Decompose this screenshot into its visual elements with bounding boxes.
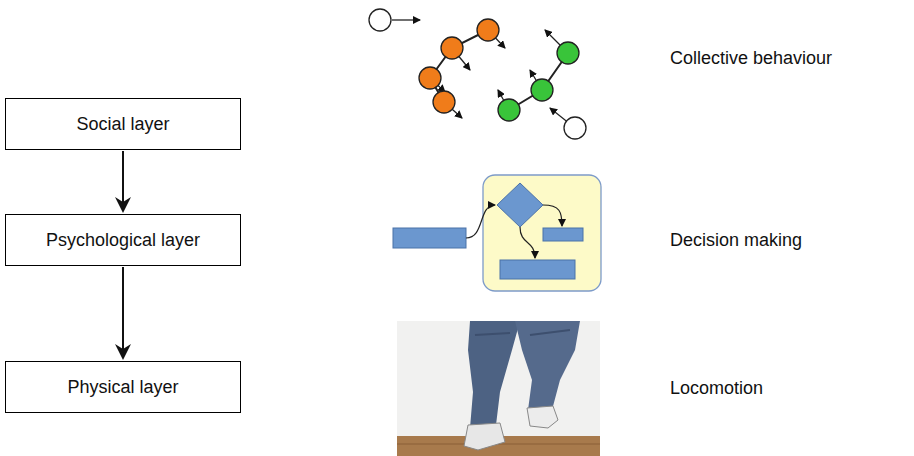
walking-photo — [397, 321, 600, 456]
layer-description: Locomotion — [670, 378, 763, 399]
layer-box: Social layer — [5, 98, 241, 150]
layer-description: Collective behaviour — [670, 48, 832, 69]
flow-arrow — [115, 267, 131, 360]
layer-box: Psychological layer — [5, 214, 241, 266]
flowchart-illustration — [393, 175, 601, 291]
box-label: Psychological layer — [46, 230, 200, 251]
box-label: Social layer — [76, 114, 169, 135]
box-label: Physical layer — [67, 377, 178, 398]
layer-description: Decision making — [670, 230, 802, 251]
agents-illustration — [369, 9, 586, 139]
layer-box: Physical layer — [5, 361, 241, 413]
flow-arrow — [115, 151, 131, 213]
